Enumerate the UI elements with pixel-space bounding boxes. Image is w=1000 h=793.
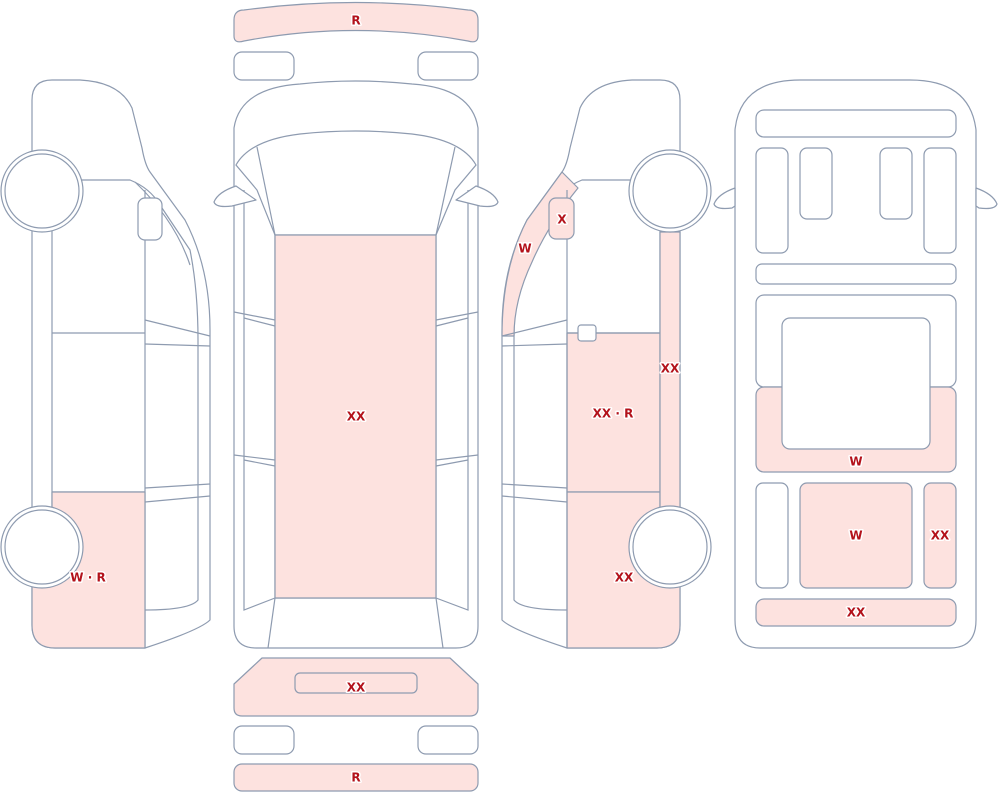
roof-front-left-hatch [799, 147, 833, 220]
roof-rear-center-label: W [849, 529, 862, 543]
roof-front-edge-panel [233, 1, 479, 43]
right-rocker-label: XX [661, 362, 680, 376]
front-headlight-right [417, 51, 479, 81]
roof-plan-view: W W XX XX [713, 79, 998, 649]
left-rear-quarter-label: W · R [70, 571, 105, 585]
right-mirror [548, 197, 575, 240]
left-side-view: W · R [0, 79, 211, 649]
right-front-wheel [628, 149, 712, 233]
rear-lower-bar-label: R [351, 771, 360, 785]
top-side-ticks-right [435, 311, 479, 467]
rear-light-right [417, 725, 479, 755]
right-a-pillar-label: W [518, 242, 531, 256]
right-rail-1 [501, 319, 568, 347]
rear-light-left [233, 725, 295, 755]
left-rear-wheel-rim [4, 509, 80, 585]
top-mirror-left [213, 185, 257, 208]
roof-rear-center-panel [799, 482, 913, 589]
top-windshield [235, 130, 477, 236]
roof-front-right-hatch [879, 147, 913, 220]
right-rear-quarter-label: XX [615, 571, 634, 585]
right-rear-wheel-rim [632, 509, 708, 585]
roof-sunroof [781, 317, 931, 450]
roof-rear-edge-strip [755, 598, 957, 627]
roof-front-strip [755, 109, 957, 138]
roof-rear-edge-label: XX [847, 606, 866, 620]
rear-upper-panel-label: XX [347, 681, 366, 695]
left-rail-2 [144, 483, 211, 503]
roof-front-edge-label: R [351, 14, 360, 28]
right-front-door-label: XX · R [593, 407, 634, 421]
roof-center-label: W [849, 455, 862, 469]
roof-rear-left-rail [755, 482, 789, 589]
left-front-wheel [0, 149, 84, 233]
left-rail-1 [144, 319, 211, 347]
top-side-ticks-left [233, 311, 276, 467]
right-door-handle [577, 324, 597, 342]
right-rail-2 [501, 483, 568, 503]
rear-license-recess [294, 672, 418, 694]
hood-panel [274, 234, 437, 599]
rear-lower-bar [233, 763, 479, 792]
right-mirror-label: X [557, 213, 567, 227]
roof-mirror-left [713, 187, 736, 210]
right-front-wheel-rim [632, 153, 708, 229]
top-mirror-right [455, 185, 499, 208]
left-mirror [137, 197, 163, 241]
left-rear-wheel [0, 505, 84, 589]
hood-label: XX [347, 410, 366, 424]
roof-rear-right-rail [923, 482, 957, 589]
left-front-wheel-rim [4, 153, 80, 229]
roof-front-right-rail [923, 147, 957, 254]
roof-mirror-right [975, 187, 998, 210]
roof-mid-strip [755, 263, 957, 285]
right-rear-wheel [628, 505, 712, 589]
roof-rear-right-label: XX [931, 529, 950, 543]
left-a-pillar-line [134, 181, 191, 266]
roof-front-left-rail [755, 147, 789, 254]
top-side-rail-right [435, 190, 469, 611]
top-front-view: R XX XX R [213, 1, 499, 792]
front-headlight-left [233, 51, 295, 81]
right-side-view: W X XX · R XX XX [501, 79, 712, 649]
